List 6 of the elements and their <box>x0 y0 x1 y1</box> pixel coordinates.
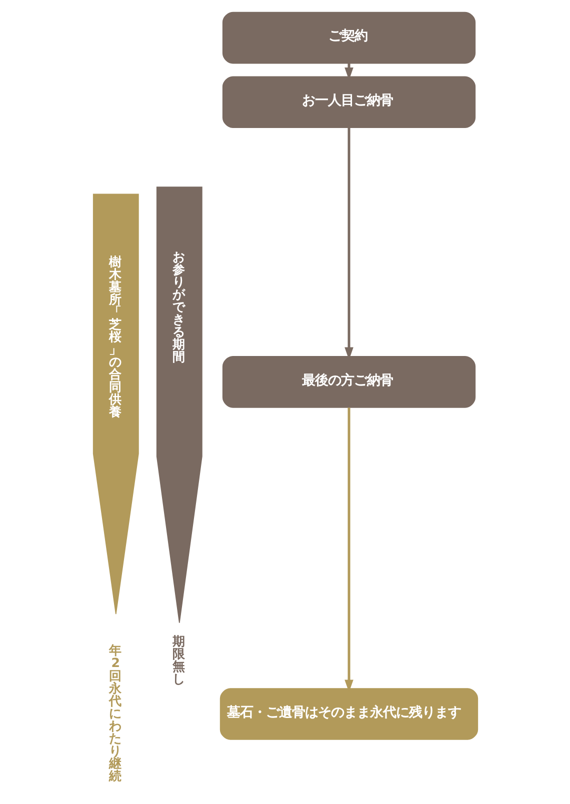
node-label: 年2回永代にわたり継続 <box>108 642 122 783</box>
node-box: お一人目ご納骨 <box>222 76 476 128</box>
node-box: 墓石・ご遺骨はそのまま永代に残ります <box>219 688 478 740</box>
node-label: 期限無し <box>172 633 186 686</box>
node-box: ご契約 <box>222 12 476 64</box>
node-box: 最後の方ご納骨 <box>222 356 476 408</box>
